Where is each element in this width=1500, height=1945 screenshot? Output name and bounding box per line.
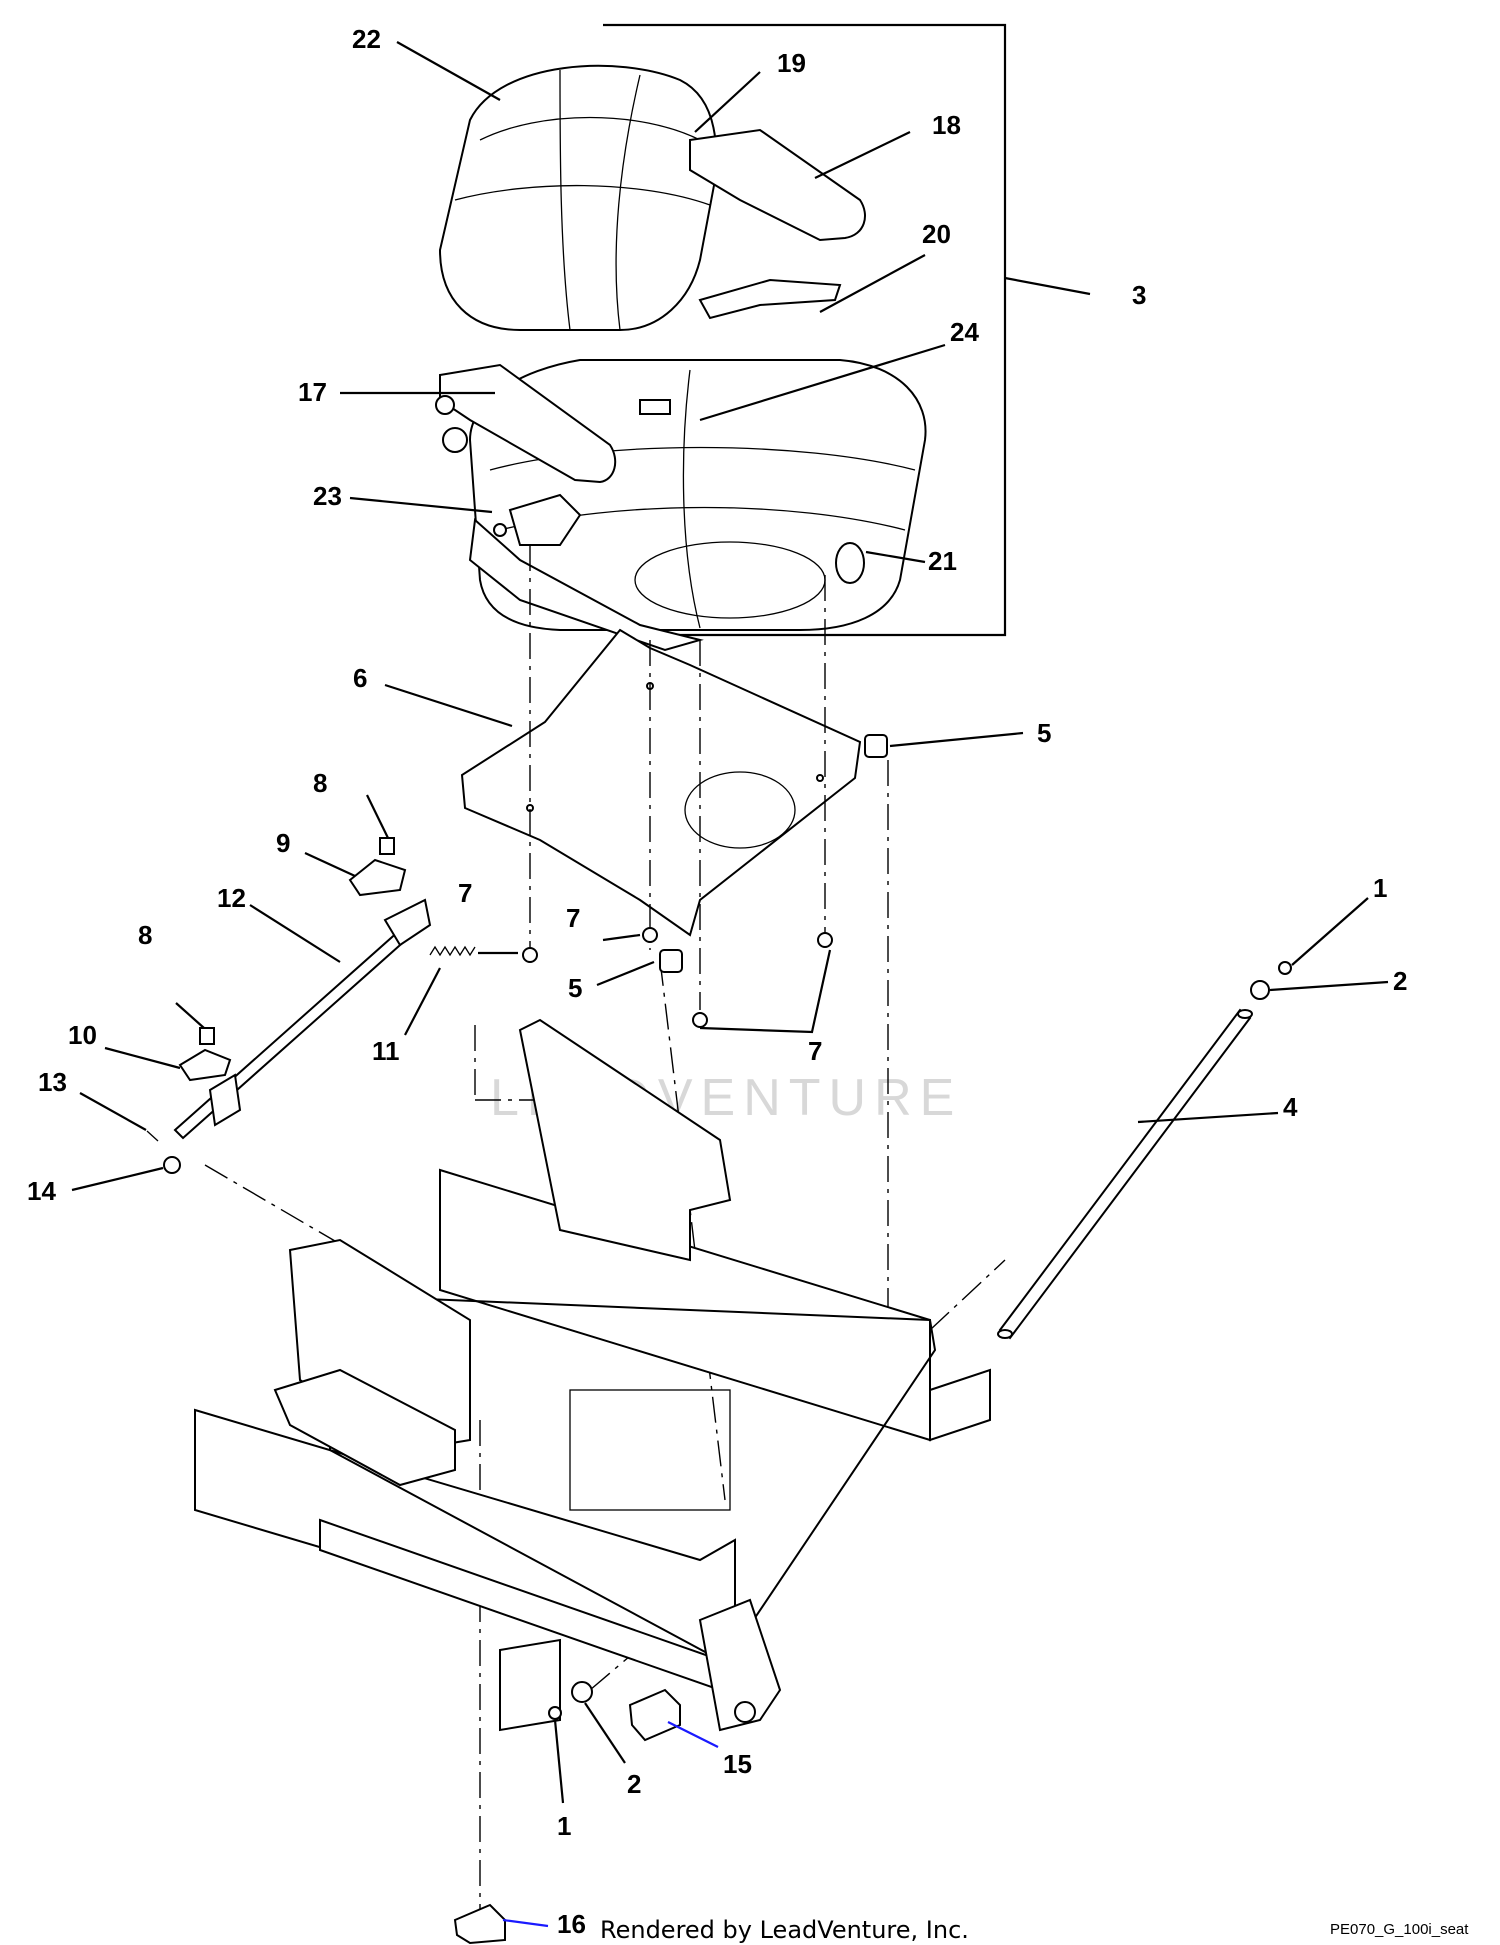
bracket-10 <box>178 1048 232 1082</box>
frame-side-bar <box>929 1368 991 1442</box>
callout-5-lower: 5 <box>568 973 582 1003</box>
pin-1-lower <box>548 1706 562 1720</box>
nut-7-a <box>522 947 538 963</box>
callout-10: 10 <box>68 1020 97 1050</box>
callout-14: 14 <box>27 1176 56 1206</box>
washer-2-top <box>1250 980 1270 1000</box>
seat-base-plate <box>468 517 704 652</box>
callout-21: 21 <box>928 546 957 576</box>
bolt-8-top <box>379 837 395 855</box>
callout-1-upper: 1 <box>1373 873 1387 903</box>
seat-belt-buckle <box>508 493 582 546</box>
pin-1-top <box>1278 961 1292 975</box>
callout-12: 12 <box>217 883 246 913</box>
callout-7-mid: 7 <box>566 903 580 933</box>
pivot-rod <box>998 1008 1252 1340</box>
callout-22: 22 <box>352 24 381 54</box>
clip-15 <box>628 1688 681 1742</box>
nut-7-d <box>692 1012 708 1028</box>
frame-front-hitch <box>698 1598 782 1732</box>
assembly-bracket <box>603 23 1007 637</box>
frame-foot-plate <box>499 1638 561 1732</box>
chassis-frame <box>194 1018 991 1732</box>
callout-2-lower: 2 <box>627 1769 641 1799</box>
callout-6: 6 <box>353 663 367 693</box>
callout-9: 9 <box>276 828 290 858</box>
bracket-9 <box>348 858 407 897</box>
adjust-knob <box>835 542 865 584</box>
pin-13 <box>146 1130 159 1142</box>
nut-5-left <box>659 949 683 973</box>
nut-5-right <box>864 734 888 758</box>
spring-11 <box>429 945 476 957</box>
callout-18: 18 <box>932 110 961 140</box>
seat-switch <box>639 399 671 415</box>
seat-pan <box>460 628 862 937</box>
callout-17: 17 <box>298 377 327 407</box>
frame-upright-plate <box>518 1018 732 1262</box>
render-caption: Rendered by LeadVenture, Inc. <box>600 1916 969 1944</box>
diagram-code: PE070_G_100i_seat <box>1330 1921 1469 1938</box>
callout-7-right: 7 <box>808 1036 822 1066</box>
callout-13: 13 <box>38 1067 67 1097</box>
callout-11: 11 <box>372 1036 400 1066</box>
seat-pan-cutout <box>684 771 796 849</box>
left-armrest <box>439 363 617 484</box>
callout-24: 24 <box>950 317 979 347</box>
seat-pan-plate <box>460 628 862 937</box>
small-parts <box>146 734 1292 1945</box>
washer-2-lower <box>571 1681 593 1703</box>
callout-19: 19 <box>777 48 806 78</box>
callout-labels: 22 19 18 20 3 24 17 23 21 6 5 8 9 7 12 7… <box>27 24 1407 1939</box>
callout-15: 15 <box>723 1749 752 1779</box>
callout-3: 3 <box>1132 280 1146 310</box>
callout-20: 20 <box>922 219 951 249</box>
callout-1-lower: 1 <box>557 1811 571 1841</box>
leader-3 <box>1004 276 1091 296</box>
callout-16: 16 <box>557 1909 586 1939</box>
callout-8-lower: 8 <box>138 920 152 950</box>
callout-2-upper: 2 <box>1393 966 1407 996</box>
bolt-8-lower <box>199 1027 215 1045</box>
callout-23: 23 <box>313 481 342 511</box>
frame-mount-plate <box>273 1368 456 1487</box>
nut-7-b <box>642 927 658 943</box>
washer-14 <box>163 1156 181 1174</box>
callout-5-upper: 5 <box>1037 718 1051 748</box>
rod-bracket <box>383 898 432 947</box>
nut-7-c <box>817 932 833 948</box>
seat-back <box>438 64 718 331</box>
leader-lines <box>71 41 1389 1928</box>
frame-rail-left <box>194 1408 736 1662</box>
callout-8-upper: 8 <box>313 768 327 798</box>
seat-assembly <box>435 23 1091 652</box>
right-armrest <box>689 128 866 242</box>
seat-belt <box>698 278 842 320</box>
clip-16 <box>453 1903 506 1945</box>
callout-4: 4 <box>1283 1092 1298 1122</box>
callout-7-left: 7 <box>458 878 472 908</box>
rod-clevis <box>208 1073 242 1127</box>
